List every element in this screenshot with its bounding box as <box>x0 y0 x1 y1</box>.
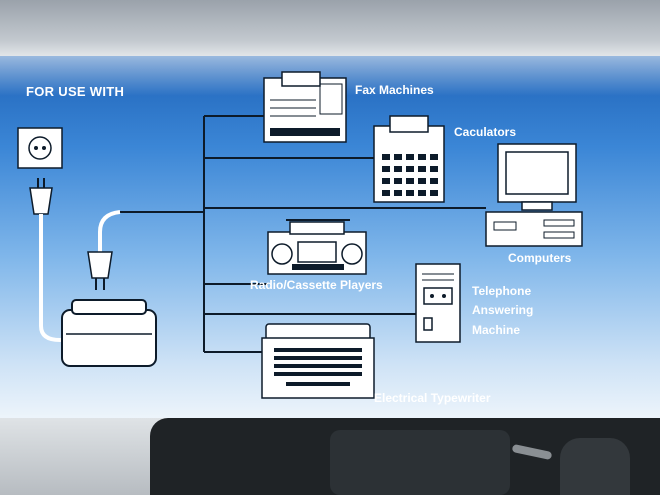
computer-icon <box>485 143 583 247</box>
radio-cassette-icon <box>267 219 367 275</box>
typewriter-label: Electrical Typewriter <box>374 391 491 405</box>
dc-plug-icon <box>87 210 121 290</box>
background-top <box>0 0 660 58</box>
power-plug-icon <box>29 178 53 215</box>
fax-machine-icon <box>263 71 347 143</box>
typewriter-icon <box>261 323 375 399</box>
computers-label: Computers <box>508 251 572 265</box>
for-use-with-heading: FOR USE WITH <box>26 84 125 99</box>
fax-machines-label: Fax Machines <box>355 83 434 97</box>
machine-label: Machine <box>472 323 521 337</box>
power-adapter-icon <box>61 299 157 367</box>
calculators-label: Caculators <box>454 125 517 139</box>
wall-socket-icon <box>17 127 63 169</box>
device-diagram <box>17 71 583 399</box>
answering-label: Answering <box>472 303 534 317</box>
adapter-detail-photo <box>330 430 510 495</box>
plug-photo <box>560 438 630 495</box>
connection-lines <box>120 115 486 353</box>
answering-machine-icon <box>415 263 461 343</box>
calculator-icon <box>373 115 445 203</box>
telephone-label: Telephone <box>472 284 532 298</box>
radio-cassette-label: Radio/Cassette Players <box>250 278 383 292</box>
cable-icon <box>39 214 68 342</box>
